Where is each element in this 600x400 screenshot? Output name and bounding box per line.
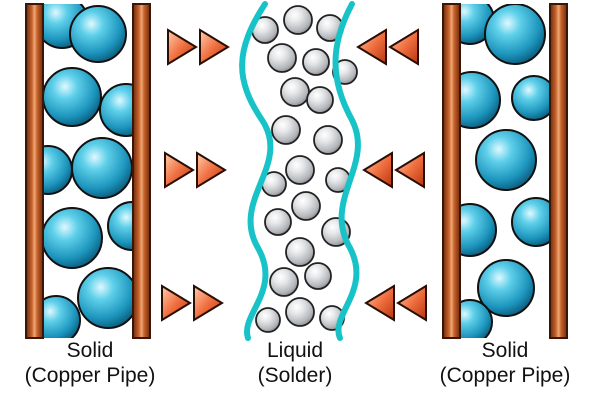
solder-atom — [306, 86, 334, 114]
copper-atom — [477, 259, 535, 317]
arrow-left-icon — [388, 28, 419, 66]
arrow-right-icon — [199, 28, 230, 66]
solder-atom — [285, 237, 315, 267]
liquid-boundary-left — [239, 1, 274, 341]
solder-atom — [271, 115, 301, 145]
copper-atom — [511, 197, 550, 247]
copper-atom — [460, 299, 493, 338]
arrow-left-icon — [356, 28, 387, 66]
copper-pipe-wall-right — [549, 3, 568, 339]
copper-atom — [43, 295, 81, 338]
caption-middle-name: Liquid — [266, 339, 324, 362]
arrow-right-icon — [164, 151, 195, 189]
solder-atom — [264, 208, 292, 236]
liquid-boundary-right — [332, 1, 361, 341]
right-solid-panel — [442, 3, 568, 339]
caption-right-name: Solid — [481, 339, 529, 362]
arrows-right — [356, 28, 427, 322]
copper-atom — [475, 129, 537, 191]
arrow-left-icon — [362, 151, 393, 189]
arrow-right-icon — [196, 151, 227, 189]
arrows-left — [161, 28, 230, 322]
copper-atom — [460, 71, 501, 129]
right-solid-atoms — [460, 4, 550, 338]
arrow-left-icon — [364, 284, 395, 322]
caption-left-name: Solid — [66, 339, 114, 362]
arrow-right-icon — [167, 28, 198, 66]
liquid-panel — [239, 1, 361, 341]
caption-left-detail: (Copper Pipe) — [24, 364, 156, 387]
copper-atom — [77, 267, 133, 329]
arrow-left-icon — [394, 151, 425, 189]
caption-middle: Liquid (Solder) — [195, 338, 395, 388]
arrow-right-icon — [193, 284, 224, 322]
solder-atom — [267, 43, 297, 73]
arrow-right-icon — [161, 284, 192, 322]
copper-atom — [484, 4, 546, 65]
copper-atom — [43, 207, 103, 269]
solder-atom — [313, 125, 343, 155]
copper-atom — [99, 83, 133, 137]
copper-pipe-wall-left — [25, 3, 44, 339]
left-solid-panel — [25, 3, 151, 339]
copper-atom — [511, 75, 550, 121]
solder-atom — [280, 77, 310, 107]
solder-atom — [304, 262, 332, 290]
solder-atom — [283, 5, 313, 35]
caption-right: Solid (Copper Pipe) — [405, 338, 600, 388]
arrow-left-icon — [396, 284, 427, 322]
caption-middle-detail: (Solder) — [257, 364, 333, 387]
copper-atom — [69, 5, 127, 63]
copper-pipe-wall-left — [442, 3, 461, 339]
caption-left: Solid (Copper Pipe) — [0, 338, 190, 388]
solder-atom — [302, 48, 330, 76]
solder-atom — [255, 307, 281, 333]
solder-atom — [285, 155, 315, 185]
solder-atom — [291, 191, 321, 221]
copper-pipe-wall-right — [132, 3, 151, 339]
caption-right-detail: (Copper Pipe) — [439, 364, 571, 387]
solder-atom — [269, 267, 299, 297]
copper-atom — [460, 203, 497, 257]
copper-atom — [71, 137, 133, 199]
copper-atom — [43, 67, 102, 127]
left-solid-atoms — [43, 4, 133, 338]
solder-atom — [285, 297, 315, 327]
